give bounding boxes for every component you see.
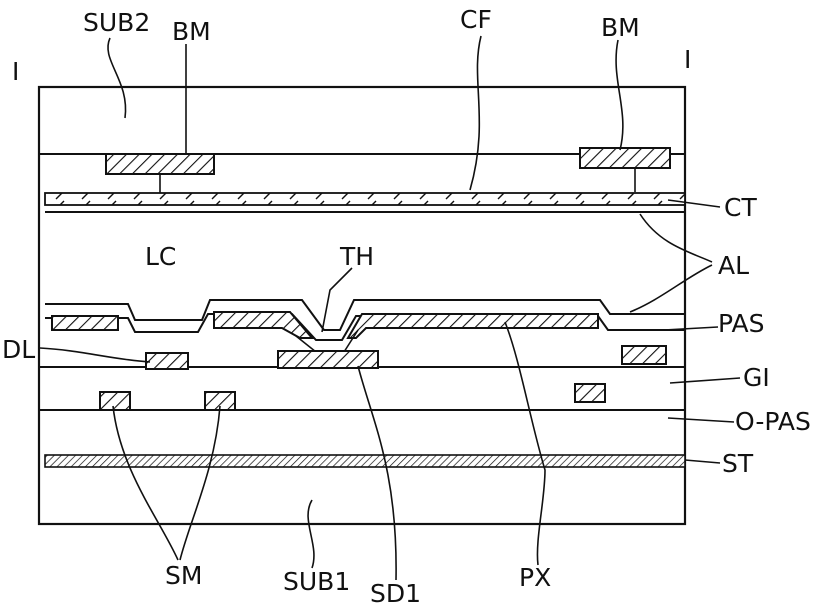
label-st: ST [722,449,754,478]
leader-dl [40,348,150,362]
black-matrix-right [580,148,670,168]
label-section-right: I [684,45,691,74]
label-lc: LC [145,242,176,271]
leader-bm-right [616,40,623,150]
label-sm: SM [165,561,202,590]
label-section-left: I [12,57,19,86]
label-al: AL [718,251,749,280]
leader-cf [470,36,481,190]
leader-sub1 [308,500,314,568]
leader-al-upper [640,214,712,262]
pixel-electrode-left [52,316,118,330]
label-ct: CT [724,193,757,222]
label-dl: DL [2,335,35,364]
leader-sm-2 [180,406,220,560]
leader-sub2 [108,38,126,118]
label-sub2: SUB2 [83,8,150,37]
label-gi: GI [743,363,770,392]
leader-al-lower [630,265,712,312]
pixel-electrode-tft [214,312,312,338]
drain-line [146,353,188,369]
common-electrode-layer [45,193,685,205]
leader-o-pas [668,418,734,422]
shield-metal-3 [575,384,605,402]
pixel-electrode-px [348,314,598,338]
label-pas: PAS [718,309,764,338]
label-th: TH [339,242,374,271]
leader-sd1 [358,366,396,580]
st-layer [45,455,685,467]
leader-gi [670,378,740,383]
label-sub1: SUB1 [283,567,350,596]
label-sd1: SD1 [370,579,421,603]
leader-th [322,268,352,332]
label-bm-right: BM [601,13,640,42]
leader-pas [664,327,718,330]
label-px: PX [519,563,551,592]
leader-st [685,460,720,463]
leader-px [505,322,545,565]
label-cf: CF [460,5,492,34]
label-bm-left: BM [172,17,211,46]
leader-sm-1 [113,406,178,560]
label-o-pas: O-PAS [735,407,811,436]
black-matrix-left [106,154,214,174]
drain-line-right [622,346,666,364]
shield-metal-1 [100,392,130,410]
source-drain-electrode [278,351,378,368]
